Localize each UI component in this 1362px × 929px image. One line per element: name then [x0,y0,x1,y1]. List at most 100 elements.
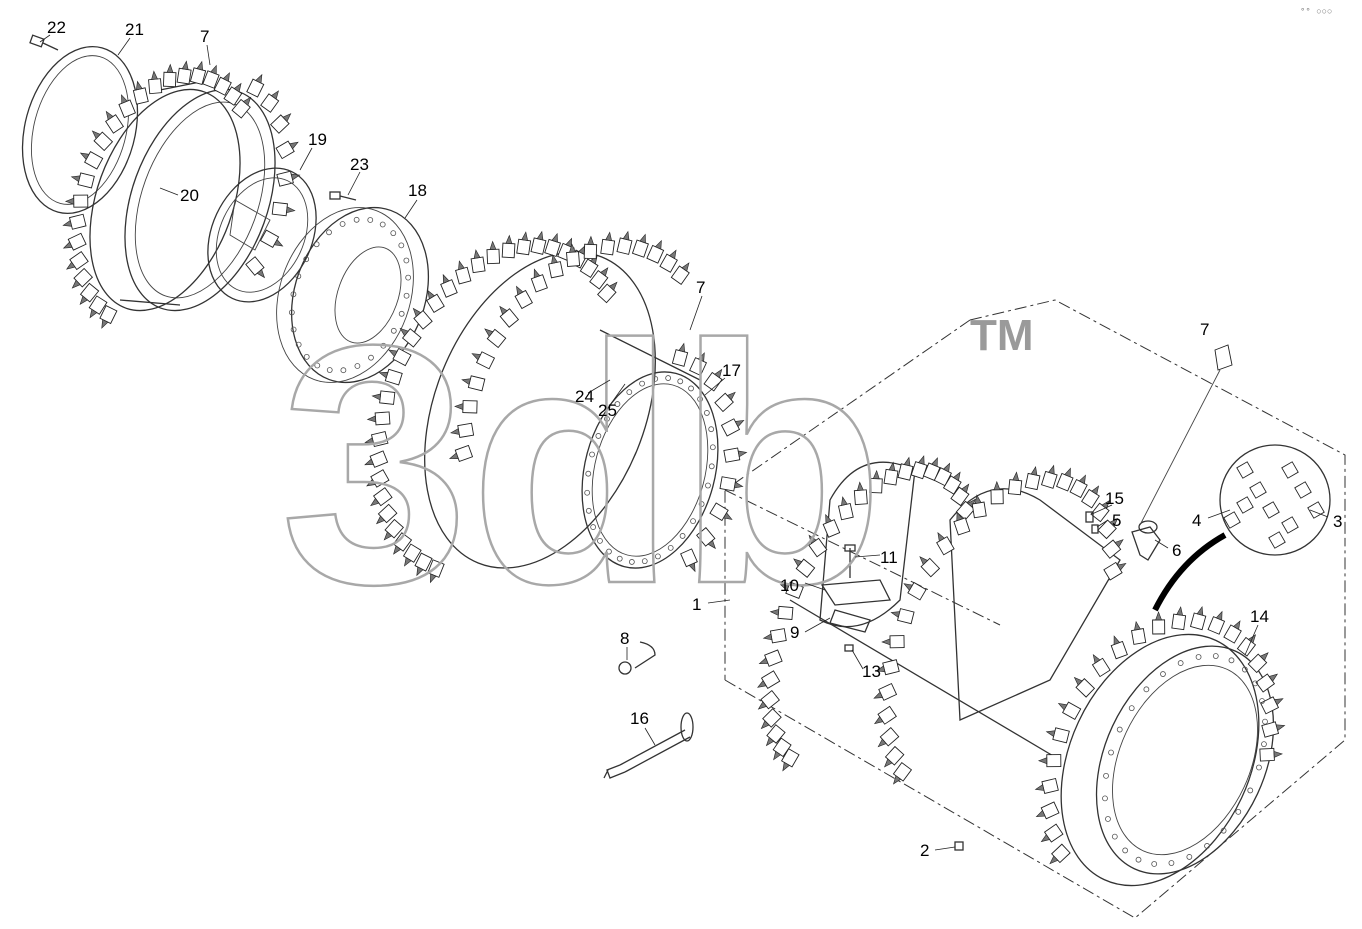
cutter-tooth [881,635,905,649]
bolt-hole [1220,827,1227,834]
callout-18: 18 [408,181,427,200]
callout-7: 7 [200,27,209,46]
cutter-tooth [689,352,708,377]
bolt-hole [690,518,696,525]
bolt-hole [1103,772,1109,779]
bolt-hole [667,544,674,551]
bolt-hole [616,555,623,562]
callout-2: 2 [920,841,929,860]
cutter-tooth [366,411,391,426]
cutter-tooth [1171,606,1187,631]
bolt-hole [1212,653,1219,659]
cutter-tooth [1247,652,1269,674]
cutter-tooth [822,513,841,538]
cutter-tooth [202,64,220,89]
bolt-hole [628,559,635,565]
bolt-hole [290,326,297,333]
cutter-tooth [942,471,962,495]
bolt-hole [1261,741,1267,748]
cutter-tooth [758,649,783,667]
bolt-hole [290,291,297,298]
cutter-tooth [883,745,905,768]
bolt-hole [1247,787,1254,794]
bolt-hole [709,444,716,451]
callout-21: 21 [125,20,144,39]
cutter-tooth [246,73,265,98]
cutter-tooth [671,342,689,367]
cutter-tooth [1073,676,1096,698]
flange-bolt-holes [288,216,412,374]
cutter-tooth [484,328,507,349]
cutter-tooth [99,305,118,329]
callout-15: 15 [1105,489,1124,508]
cutter-teeth-drum-20 [62,60,301,329]
bolt-hole [403,257,410,264]
corner-mark: °° ○○○ [1300,7,1332,17]
cutter-tooth [853,481,868,506]
cutter-tooth [383,518,404,541]
cutter-tooth [769,605,794,620]
cutter-tooth [971,494,987,519]
cutter-tooth [1101,539,1124,559]
cutter-tooth [1152,611,1166,635]
cutter-tooth [950,483,970,507]
cutter-tooth [696,527,716,550]
callout-24: 24 [575,387,594,406]
bolt-hole [1122,847,1129,854]
cutter-tooth [779,581,804,599]
cutter-tooth [132,80,149,105]
cutter-tooth [837,496,854,521]
cutter-tooth [366,469,390,488]
cutter-tooth [64,194,89,208]
bolt-hole [1252,680,1259,687]
cutter-tooth [79,151,104,170]
cutter-tooth [808,534,828,558]
bolt-hole [1195,654,1202,660]
callout-16: 16 [630,709,649,728]
cutter-tooth [600,231,616,256]
hydraulic-hose [1152,532,1227,612]
callout-7: 7 [696,278,705,297]
cutter-tooth [883,461,899,486]
detail-tooth-block [1268,531,1286,549]
bolt-hole [595,433,602,439]
cutter-tooth [388,347,412,367]
cutter-tooth [414,552,433,577]
cutter-tooth [79,282,100,305]
watermark-logo: 3db TM [279,274,1034,657]
cutter-tooth [245,256,266,279]
detail-tooth-block [1262,501,1280,519]
cutter-tooth [530,268,548,293]
cutter-tooth [892,762,913,785]
bolt-hole [584,489,591,496]
cutter-tooth [399,327,422,348]
cutter-tooth [936,532,955,556]
bolt-hole [1111,833,1118,840]
ring-17-bolt-holes [584,375,716,565]
bolt-hole [314,362,321,369]
cutter-tooth [616,230,633,255]
bolt-hole [698,501,705,507]
cutter-tooth [1207,610,1226,635]
bolt-hole [1102,795,1108,802]
cutter-tooth [1261,721,1286,738]
cutter-tooth [953,511,971,536]
ring-part-19 [207,167,317,303]
callout-17: 17 [722,361,741,380]
bolt-hole [326,229,332,236]
cutter-tooth [765,724,786,747]
cutter-tooth [1055,467,1074,492]
callout-10: 10 [780,576,799,595]
cutter-tooth [62,232,87,251]
cutter-tooth [88,295,108,319]
cutter-tooth [955,498,976,521]
bolt-hole [688,385,694,392]
cutter-tooth [454,400,478,414]
bracket-part-6 [1131,520,1161,561]
cutter-tooth [530,230,547,255]
cutter-tooth [544,232,562,257]
cutter-tooth [470,249,486,274]
cutter-tooth [793,558,816,578]
cutter-tooth [270,113,292,134]
cutter-tooth [375,503,398,525]
